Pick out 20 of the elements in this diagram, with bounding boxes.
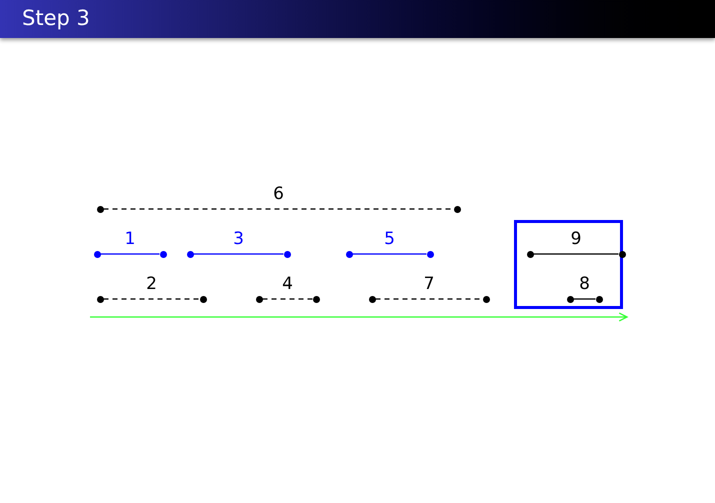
segment-line (352, 253, 426, 255)
edge-label: 2 (146, 274, 157, 294)
edge-label: 6 (273, 184, 284, 204)
edge-label: 7 (424, 274, 434, 294)
segment-line (100, 253, 160, 255)
edge-label: 3 (233, 229, 244, 249)
segment-line (194, 253, 284, 255)
segment-line (104, 298, 200, 300)
title-bar: Step 3 (0, 0, 715, 38)
edge-label: 9 (570, 229, 582, 249)
edge-label: 5 (384, 229, 395, 249)
edge-label: 8 (579, 274, 590, 294)
group-box (514, 220, 623, 309)
segment-line (574, 298, 596, 300)
segment-line (262, 298, 312, 300)
edge-label: 1 (124, 229, 136, 249)
segment-line (534, 253, 618, 255)
segment-line (104, 208, 454, 210)
edge-label: 4 (282, 274, 293, 294)
segment-line (376, 298, 482, 300)
